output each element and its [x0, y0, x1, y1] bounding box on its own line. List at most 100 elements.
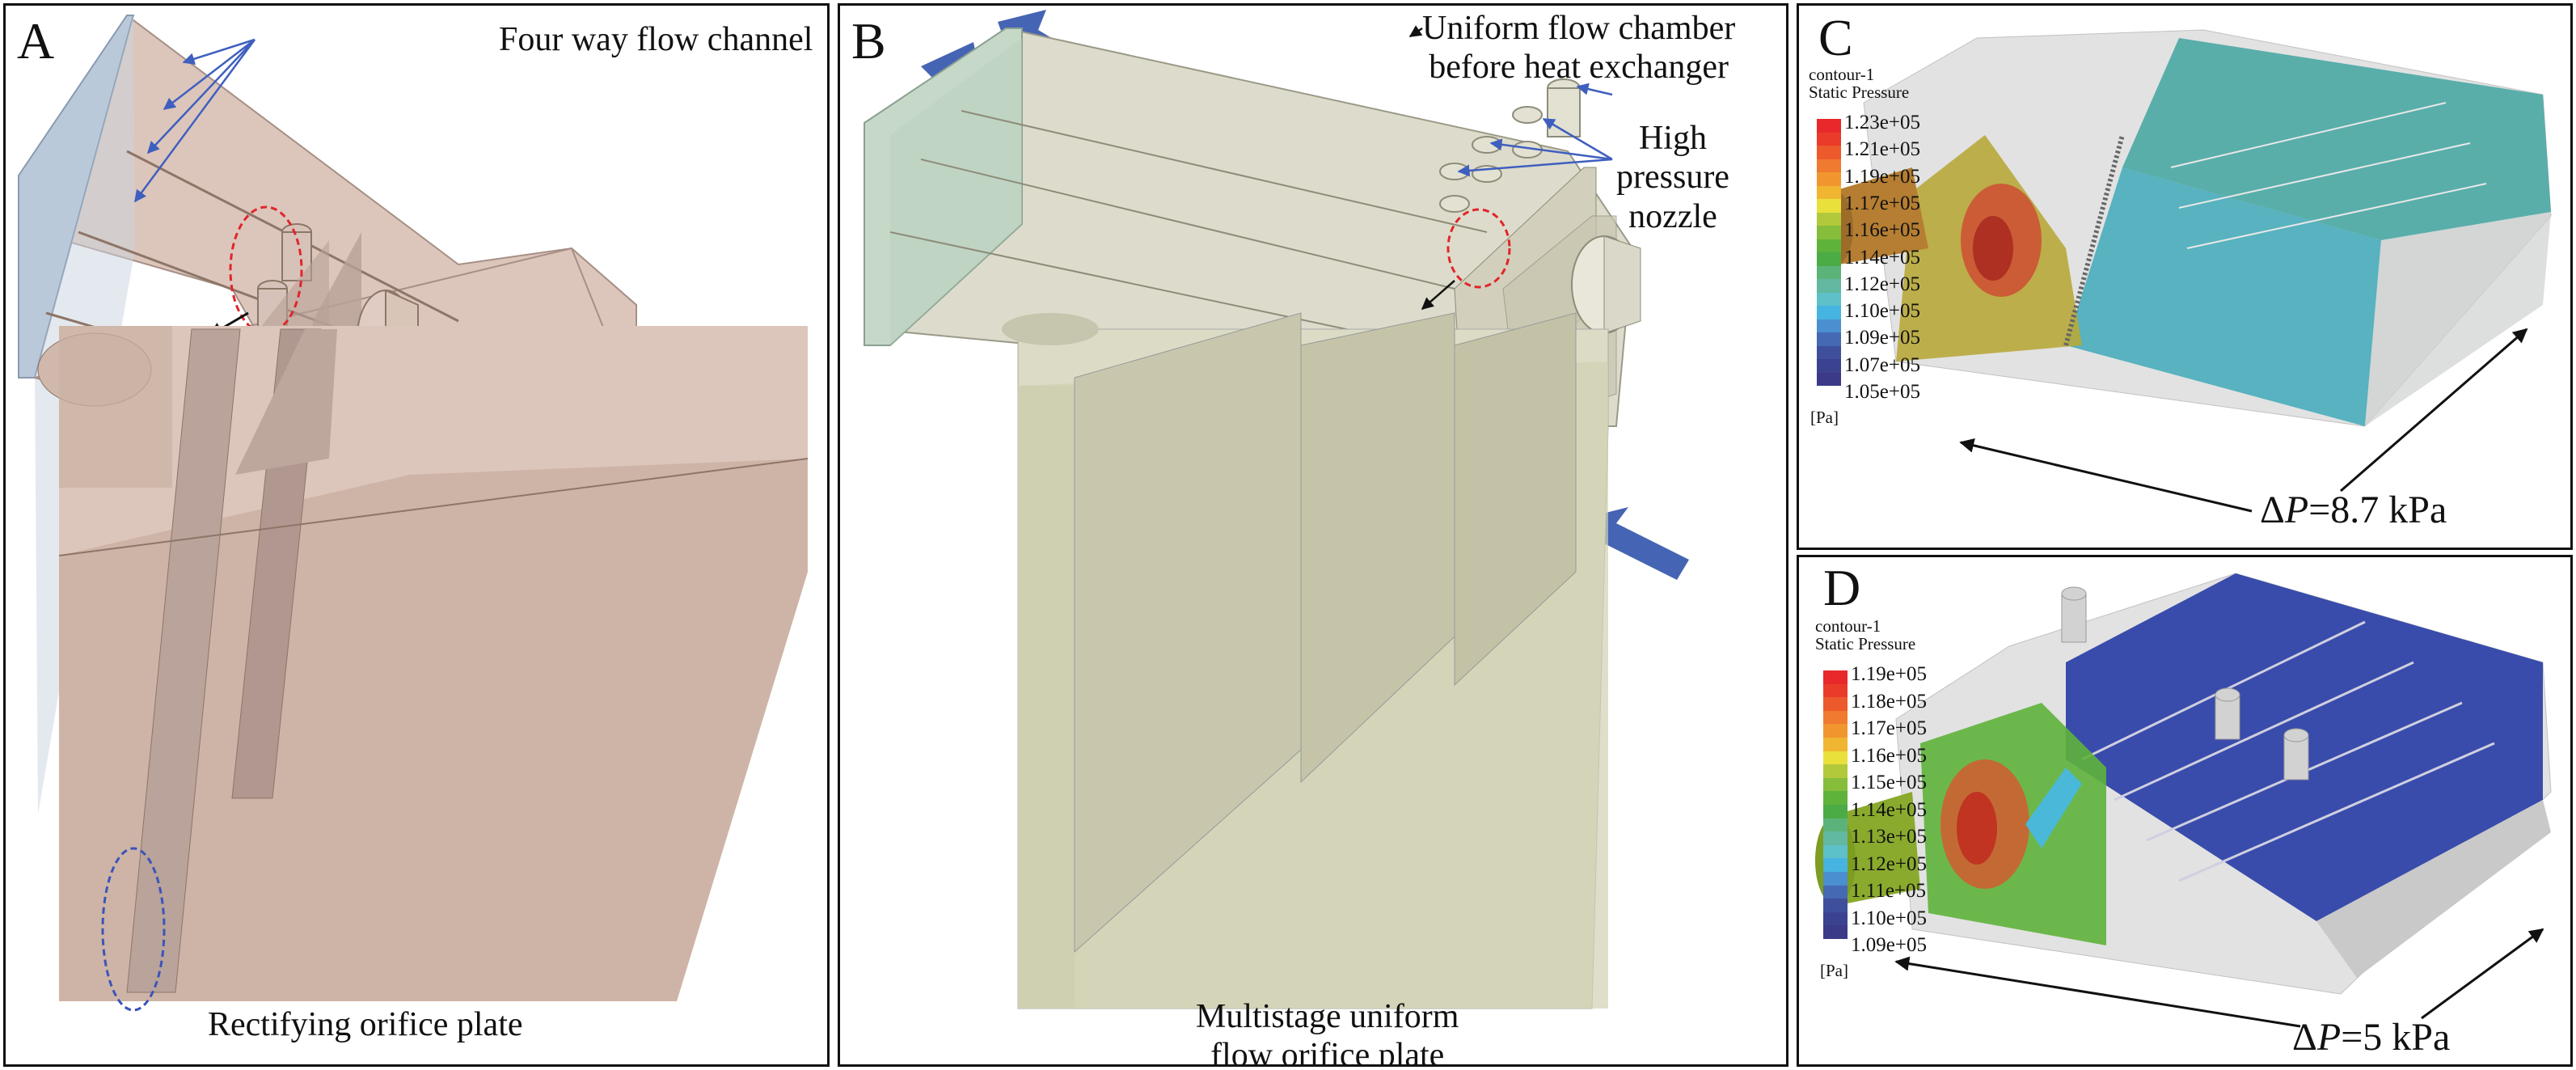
colorbar-band: [1817, 185, 1841, 199]
panel-c: C contour-1 Static Pressure [Pa] 1.23e+0…: [1797, 3, 2573, 550]
colorbar-band: [1823, 925, 1848, 939]
pressure-variable: P: [2316, 1016, 2342, 1059]
legend-unit: [Pa]: [1820, 961, 1848, 980]
outlet-region-teal: [2122, 38, 2551, 240]
colorbar-band: [1817, 319, 1841, 332]
colorbar-band: [1823, 724, 1848, 738]
panel-label-b: B: [851, 12, 886, 70]
legend-title-1: contour-1: [1815, 616, 1881, 636]
colorbar-band: [1823, 670, 1848, 684]
colorbar-band: [1817, 132, 1841, 146]
colorbar-tick-label: 1.13e+05: [1851, 826, 1927, 848]
delta-symbol: Δ: [2260, 488, 2285, 531]
colorbar-band: [1817, 252, 1841, 266]
inlet-pipe: [1831, 167, 1928, 264]
colorbar-band: [1817, 172, 1841, 186]
delta-p-value: =5 kPa: [2341, 1016, 2451, 1059]
delta-p-arrow-left: [1894, 956, 2301, 1028]
panel-b-drawing: [864, 10, 1689, 1009]
colorbar-tick-label: 1.12e+05: [1844, 273, 1920, 295]
panel-c-drawing: [1818, 29, 2552, 513]
leader-arrows: [133, 38, 256, 203]
colorbar-band: [1823, 885, 1848, 899]
multistage-caption: Multistage uniform flow orifice plate: [1196, 997, 1459, 1067]
colorbar-tick-label: 1.14e+05: [1851, 798, 1927, 821]
colorbar-tick-label: 1.09e+05: [1851, 934, 1927, 956]
colorbar-tick-label: 1.10e+05: [1844, 300, 1920, 323]
colorbar-tick-label: 1.12e+05: [1851, 852, 1927, 875]
chamber-label-line2: before heat exchanger: [1429, 49, 1729, 87]
colorbar-band: [1823, 844, 1848, 859]
pressure-contour-model-c: [1818, 29, 2552, 427]
colorbar-band: [1823, 858, 1848, 872]
colorbar-band: [1823, 818, 1848, 832]
pressure-legend-d: contour-1 Static Pressure [Pa] 1.19e+05 1…: [1815, 616, 1927, 979]
chamber-leader-arrow: [1408, 25, 1423, 38]
colorbar-band: [1817, 265, 1841, 279]
flow-channel-label: Four way flow channel: [499, 21, 813, 58]
colorbar-band: [1823, 871, 1848, 886]
colorbar-band: [1823, 911, 1848, 926]
nozzle-label-line3: nozzle: [1628, 197, 1717, 235]
colorbar-tick-label: 1.17e+05: [1851, 717, 1927, 739]
delta-p-arrow-right: [2340, 328, 2528, 493]
colorbar-tick-label: 1.17e+05: [1844, 192, 1920, 214]
multistage-caption-line1: Multistage uniform: [1196, 998, 1459, 1035]
panel-label-d: D: [1823, 559, 1861, 616]
colorbar-band: [1817, 359, 1841, 373]
pressure-contour-model-d: [1815, 573, 2552, 995]
nozzle-leader-arrows: [1457, 82, 1613, 177]
nozzle-label-line2: pressure: [1616, 159, 1729, 197]
colorbar-tick-label: 1.23e+05: [1844, 112, 1920, 133]
colorbar: [1823, 670, 1848, 939]
colorbar-band: [1823, 683, 1848, 698]
colorbar-band: [1817, 119, 1841, 133]
colorbar-tick-label: 1.05e+05: [1844, 381, 1920, 403]
pressure-variable: P: [2284, 488, 2309, 531]
panel-b: B Uniform flow chamber before heat excha…: [838, 3, 1788, 1067]
colorbar-tick-label: 1.21e+05: [1844, 138, 1920, 161]
colorbar-tick-label: 1.16e+05: [1844, 219, 1920, 242]
colorbar-band: [1823, 697, 1848, 711]
nozzle-label: High pressure nozzle: [1616, 119, 1729, 236]
colorbar-tick-label: 1.11e+05: [1851, 880, 1927, 902]
colorbar-band: [1817, 279, 1841, 293]
panel-d: D contour-1 Static Pressure [Pa] 1.19e+0…: [1797, 555, 2573, 1067]
delta-p-arrow-left: [1959, 438, 2253, 513]
delta-p-value: =8.7 kPa: [2308, 488, 2447, 531]
colorbar-band: [1817, 212, 1841, 226]
delta-p-label-d: ΔP=5 kPa: [2292, 1015, 2450, 1059]
colorbar-band: [1817, 239, 1841, 252]
panel-d-drawing: [1815, 573, 2552, 1028]
colorbar-tick-label: 1.09e+05: [1844, 327, 1920, 349]
colorbar-band: [1823, 737, 1848, 751]
panel-a: A Four way flow channel Rectifying orifi…: [3, 3, 830, 1067]
colorbar-band: [1817, 199, 1841, 213]
nozzle-label-line1: High: [1638, 120, 1707, 157]
colorbar-band: [1823, 764, 1848, 778]
colorbar-tick-label: 1.14e+05: [1844, 246, 1920, 269]
legend-unit: [Pa]: [1810, 408, 1839, 427]
multistage-caption-line2: flow orifice plate: [1210, 1037, 1445, 1067]
panel-label-c: C: [1818, 9, 1853, 66]
orifice-inset-a: [37, 326, 809, 1012]
legend-title-2: Static Pressure: [1809, 82, 1910, 103]
delta-p-arrow-right: [2421, 928, 2544, 1020]
colorbar-band: [1817, 332, 1841, 346]
colorbar-band: [1823, 777, 1848, 792]
colorbar-tick-label: 1.19e+05: [1851, 663, 1927, 685]
colorbar-band: [1817, 345, 1841, 359]
colorbar: [1817, 119, 1841, 386]
colorbar-band: [1817, 226, 1841, 239]
colorbar-tick-label: 1.16e+05: [1851, 744, 1927, 767]
orifice-inset-b: [1002, 312, 1609, 1009]
colorbar-band: [1823, 791, 1848, 805]
delta-symbol: Δ: [2292, 1016, 2317, 1059]
colorbar-band: [1823, 751, 1848, 765]
delta-p-label-c: ΔP=8.7 kPa: [2260, 488, 2447, 532]
panel-a-drawing: [18, 14, 809, 1012]
colorbar-tick-label: 1.18e+05: [1851, 690, 1927, 713]
colorbar-tick-label: 1.10e+05: [1851, 907, 1927, 929]
legend-title-2: Static Pressure: [1815, 634, 1916, 654]
